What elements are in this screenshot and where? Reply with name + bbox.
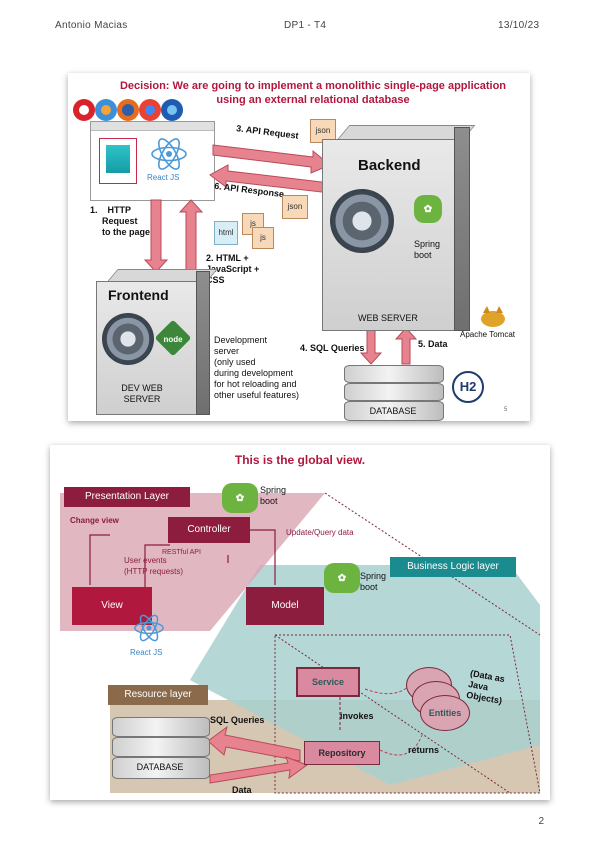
browser-logos-icon <box>72 97 192 121</box>
step1-http-request: 1. HTTP Request to the page <box>90 205 151 237</box>
web-server-label: WEB SERVER <box>358 313 418 323</box>
entities-box: Entities <box>420 695 470 731</box>
spring-boot-label: Spring boot <box>360 571 387 592</box>
nodejs-label: node <box>163 335 183 344</box>
returns-label: returns <box>408 745 440 755</box>
database-cylinder <box>112 717 210 737</box>
dev-server-note: Development server (only used during dev… <box>214 335 300 400</box>
slide2-title: This is the global view. <box>234 453 366 467</box>
frontend-title: Frontend <box>108 287 169 303</box>
business-logic-layer-label: Business Logic layer <box>390 557 516 577</box>
slide1-title-line2: using an external relational database <box>216 94 410 106</box>
presentation-layer-label: Presentation Layer <box>64 487 190 507</box>
slide-architecture: Decision: We are going to implement a mo… <box>68 73 530 421</box>
browser-window: React JS <box>90 121 215 201</box>
controller-box: Controller <box>168 517 250 543</box>
page-number: 2 <box>538 816 544 827</box>
spring-leaf-icon: ✿ <box>222 483 258 513</box>
author-name: Antonio Macias <box>55 20 128 31</box>
model-box: Model <box>246 587 324 625</box>
document-date: 13/10/23 <box>498 20 540 31</box>
resource-layer-label: Resource layer <box>108 685 208 705</box>
react-label: React JS <box>147 173 180 182</box>
slide1-arrows <box>143 144 418 365</box>
json-doc-icon: json <box>282 195 308 219</box>
slide1-number: 5 <box>504 407 508 413</box>
react-label: React JS <box>130 648 163 657</box>
invokes-label: invokes <box>340 711 374 721</box>
step2-html-js-css: 2. HTML + JavaScript + CSS <box>206 253 260 285</box>
gear-icon <box>330 189 394 253</box>
view-box: View <box>72 587 152 625</box>
change-view-label: Change view <box>70 516 119 525</box>
update-query-label: Update/Query data <box>286 528 354 537</box>
spring-leaf-icon: ✿ <box>324 563 360 593</box>
service-box: Service <box>296 667 360 697</box>
js-doc-icon: js <box>252 227 274 249</box>
data-as-java-objects-label: (Data as Java Objects) <box>465 668 506 706</box>
step4-sql-queries: 4. SQL Queries <box>300 343 365 353</box>
slide1-title-line1: Decision: We are going to implement a mo… <box>119 80 507 92</box>
data-label: Data <box>232 785 252 795</box>
react-atom-icon <box>132 613 166 643</box>
dev-web-server-label: DEV WEB SERVER <box>121 383 163 404</box>
html-doc-icon: html <box>214 221 238 245</box>
spring-boot-label: Spring boot <box>414 239 441 260</box>
tomcat-icon <box>478 305 508 329</box>
react-atom-icon <box>149 136 189 172</box>
tomcat-label: Apache Tomcat <box>460 330 515 339</box>
slide-global-view: This is the global view. Presentation La… <box>50 445 550 800</box>
database-cylinder <box>344 365 444 383</box>
spring-boot-label: Spring boot <box>260 485 287 506</box>
repository-box: Repository <box>304 741 380 765</box>
h2-logo-icon: H2 <box>452 371 484 403</box>
user-events-label: User events (HTTP requests) <box>124 556 183 576</box>
database-label: DATABASE <box>369 406 417 416</box>
step5-data: 5. Data <box>418 339 448 349</box>
sql-queries-label: SQL Queries <box>210 715 265 725</box>
course-code: DP1 - T4 <box>284 20 327 31</box>
backend-title: Backend <box>358 157 421 174</box>
gear-icon <box>102 313 154 365</box>
restful-api-label: RESTful API <box>162 549 201 556</box>
spring-leaf-icon: ✿ <box>414 195 442 223</box>
database-label: DATABASE <box>136 762 184 772</box>
